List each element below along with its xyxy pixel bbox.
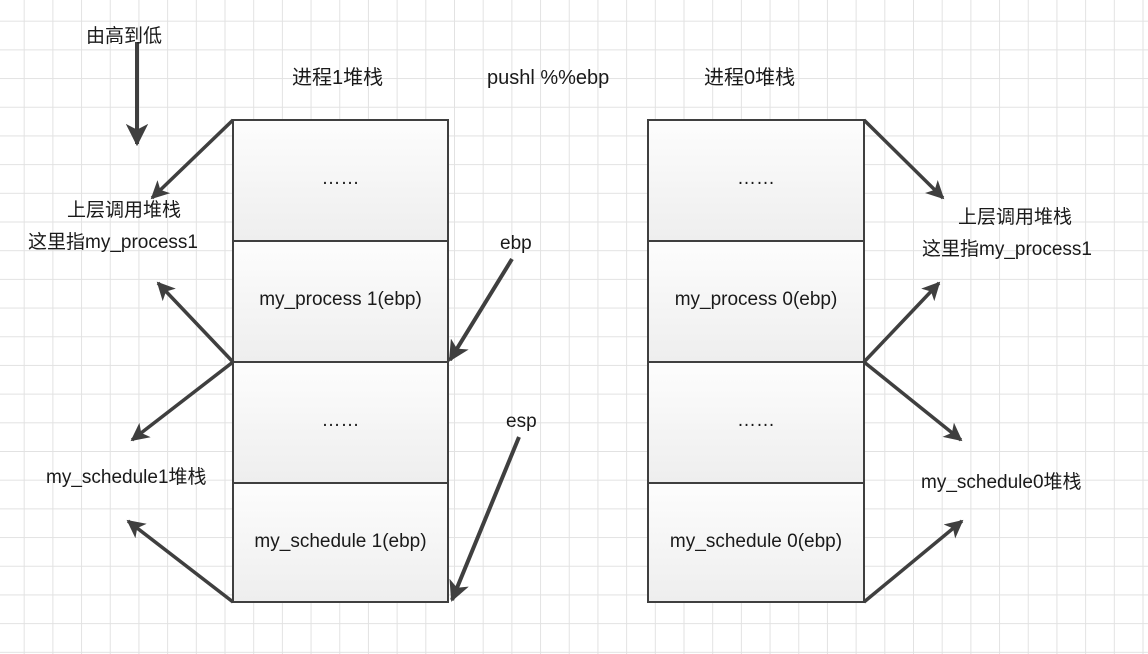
left-annotation-arrows xyxy=(126,118,235,604)
right-annotation-arrows xyxy=(862,118,964,604)
stack-right-title: 进程0堆栈 xyxy=(704,67,796,89)
stack-right-cell-0-label: …… xyxy=(737,168,775,189)
process-1-stack-box xyxy=(232,119,449,603)
stack-left-cell-0-label: …… xyxy=(321,168,360,189)
stack-left-cell-3-label: my_schedule 1(ebp) xyxy=(254,531,427,552)
right-upper-annotation-line2: 这里指my_process1 xyxy=(922,239,1092,260)
stack-right-cell-3-label: my_schedule 0(ebp) xyxy=(669,531,843,552)
stack-left-cell-2-label: …… xyxy=(321,410,360,431)
process-0-stack-box xyxy=(647,119,865,603)
stack-left-title: 进程1堆栈 xyxy=(292,67,384,89)
stack-left-cell-1-label: my_process 1(ebp) xyxy=(259,289,422,310)
left-upper-annotation-line2: 这里指my_process1 xyxy=(28,232,198,253)
stack-right-cell-2-label: …… xyxy=(737,410,775,431)
direction-note: 由高到低 xyxy=(86,26,163,47)
esp-register-label: esp xyxy=(506,411,537,432)
esp-pointer-arrow xyxy=(449,436,521,602)
ebp-register-label: ebp xyxy=(500,233,532,254)
left-lower-annotation: my_schedule1堆栈 xyxy=(46,467,207,488)
right-upper-annotation-line1: 上层调用堆栈 xyxy=(958,207,1073,228)
ebp-pointer-arrow xyxy=(448,257,514,362)
right-lower-annotation: my_schedule0堆栈 xyxy=(921,472,1082,493)
left-upper-annotation-line1: 上层调用堆栈 xyxy=(67,200,182,221)
pushl-instruction-label: pushl %%ebp xyxy=(487,67,610,89)
stack-right-cell-1-label: my_process 0(ebp) xyxy=(674,289,838,310)
